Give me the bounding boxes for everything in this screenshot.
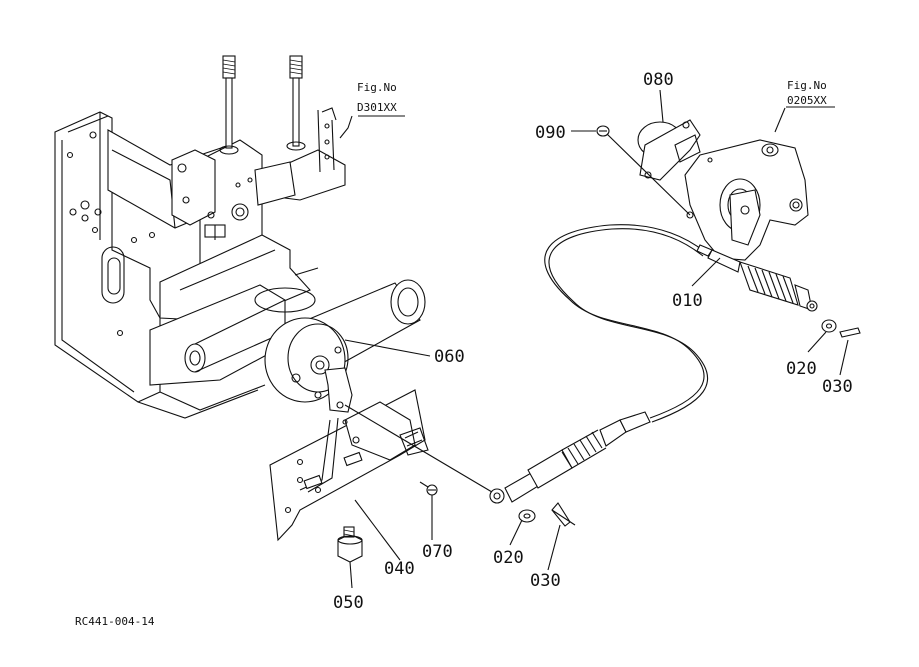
fig-ref-1-label: Fig.No xyxy=(357,81,397,94)
governor-bracket xyxy=(684,139,809,261)
leader-lines xyxy=(339,89,849,589)
diagram-code: RC441-004-14 xyxy=(75,615,155,628)
callout-030-upper: 030 xyxy=(822,377,853,397)
screw-upper xyxy=(596,125,691,216)
callout-070: 070 xyxy=(422,542,453,562)
washer-lower xyxy=(518,509,536,523)
callout-030-lower: 030 xyxy=(530,571,561,591)
callout-040: 040 xyxy=(384,559,415,579)
fig-ref-2-number: 0205XX xyxy=(787,94,827,107)
screw xyxy=(419,481,438,496)
callout-020-upper: 020 xyxy=(786,359,817,379)
motor-cover xyxy=(637,119,701,181)
callout-090: 090 xyxy=(535,123,566,143)
frame-bracket xyxy=(54,55,346,419)
callout-080: 080 xyxy=(643,70,674,90)
callout-010: 010 xyxy=(672,291,703,311)
callout-060: 060 xyxy=(434,347,465,367)
cable-loop xyxy=(544,224,706,419)
washer-upper xyxy=(821,319,837,333)
throttle-cable-lower xyxy=(344,404,651,504)
stud-left xyxy=(219,55,239,155)
cotter-pin-lower xyxy=(551,502,576,527)
mounting-plate xyxy=(269,389,429,542)
fig-ref-1-number: D301XX xyxy=(357,101,397,114)
throttle-cable-upper xyxy=(696,244,818,312)
cotter-pin-upper xyxy=(839,327,861,338)
callout-020-lower: 020 xyxy=(493,548,524,568)
actuator-motor xyxy=(264,279,426,413)
bolt xyxy=(337,526,363,563)
stud-right xyxy=(286,55,306,151)
callout-050: 050 xyxy=(333,593,364,613)
fig-ref-2-label: Fig.No xyxy=(787,79,827,92)
